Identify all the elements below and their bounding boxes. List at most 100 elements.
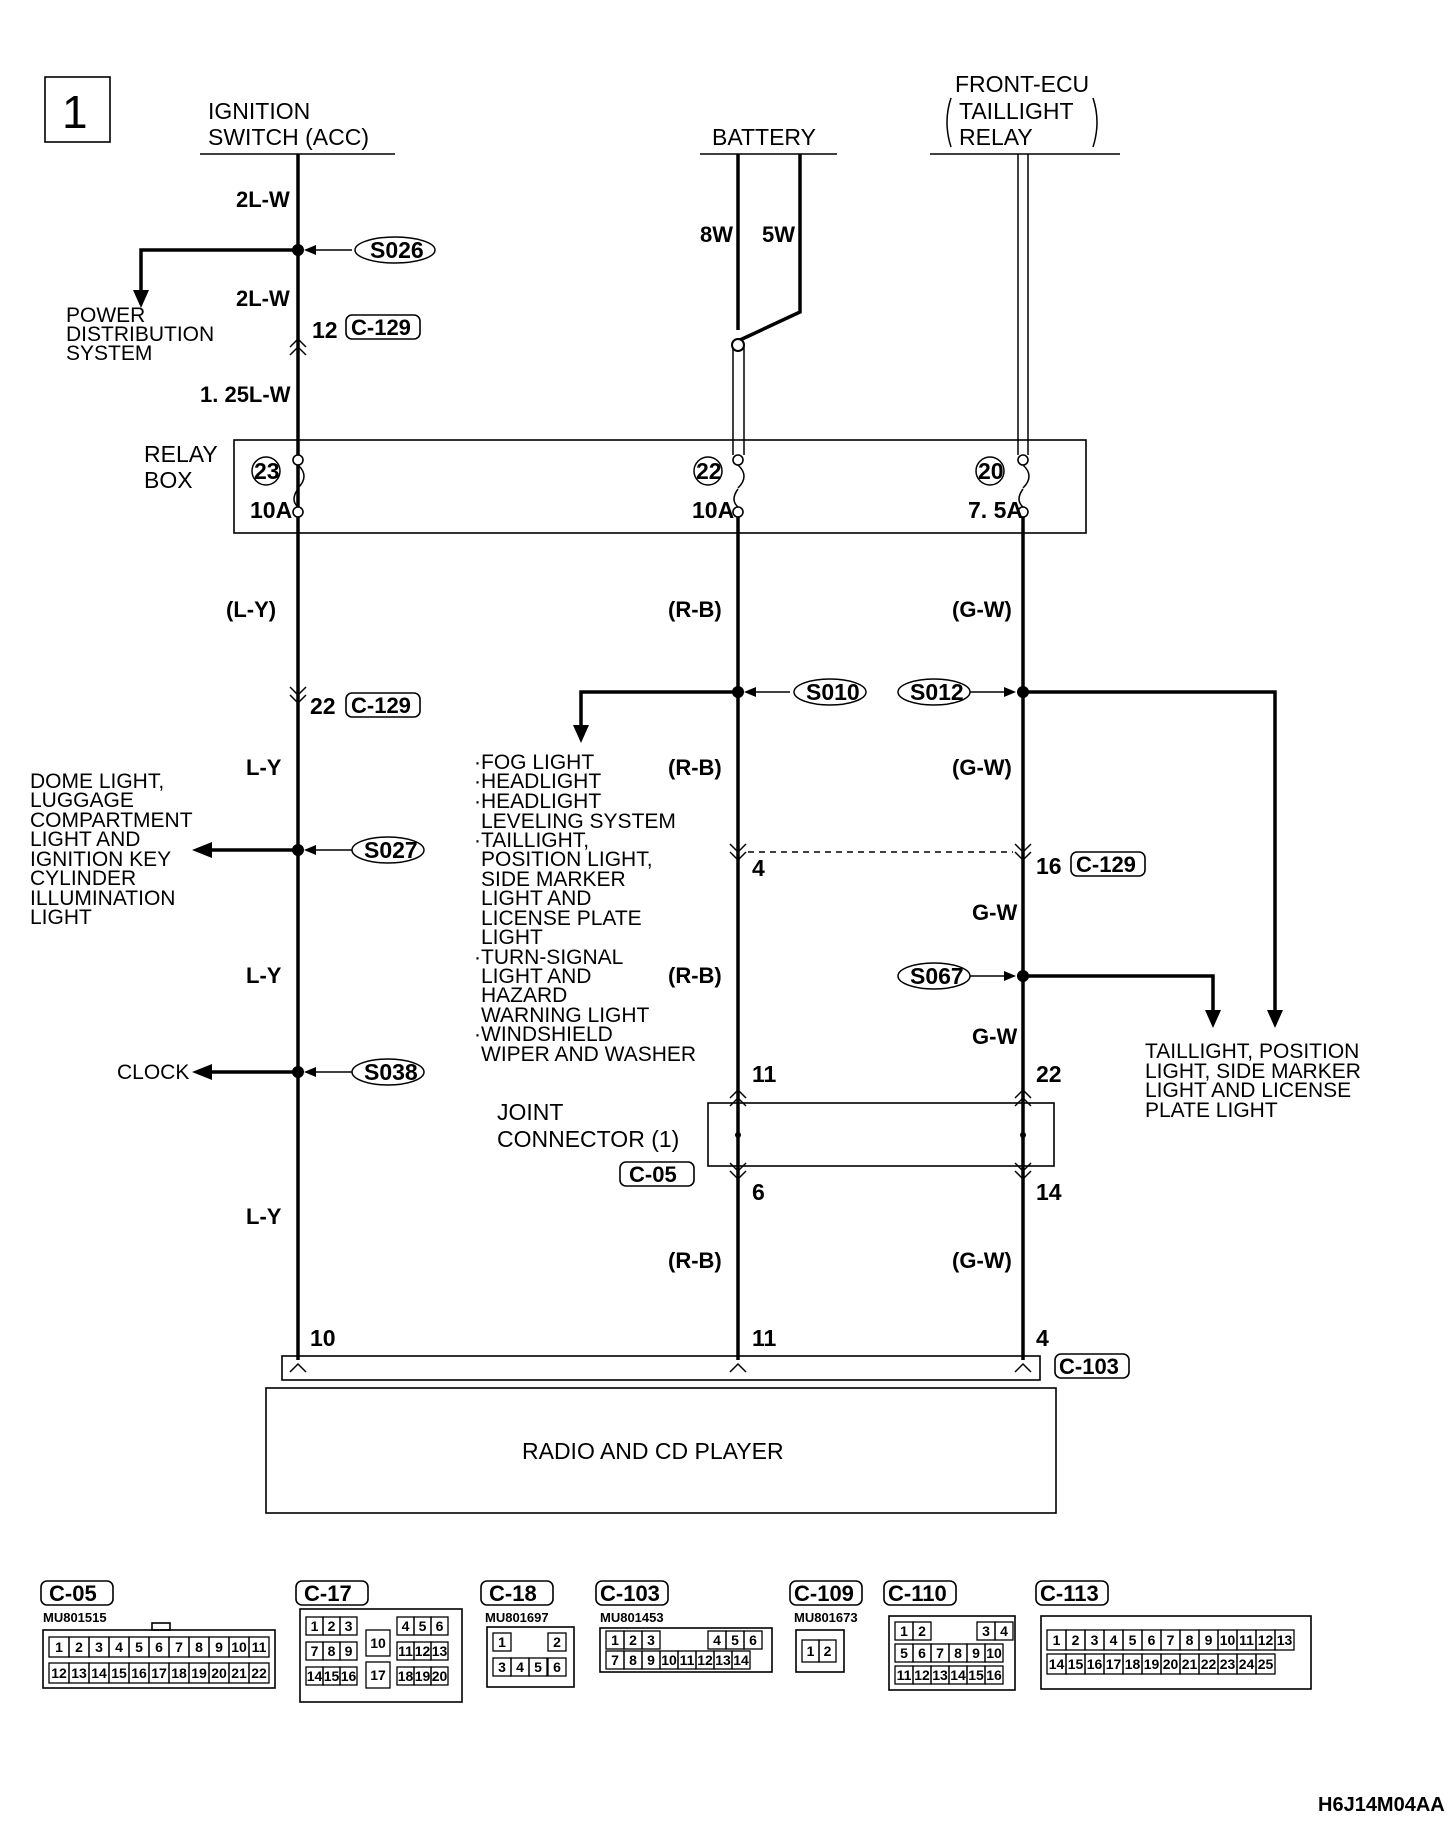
- svg-text:·HEADLIGHT: ·HEADLIGHT: [474, 770, 601, 793]
- wire-label-2lw-a: 2L-W: [236, 187, 290, 212]
- pin-number: 6: [553, 1659, 561, 1675]
- page-number: 1: [62, 86, 88, 138]
- radio-label: RADIO AND CD PLAYER: [522, 1438, 784, 1464]
- pin-number: 14: [307, 1668, 323, 1684]
- svg-text:C-05: C-05: [629, 1162, 677, 1187]
- pin-number: 8: [629, 1652, 637, 1668]
- svg-text:WARNING LIGHT: WARNING LIGHT: [481, 1004, 650, 1027]
- clock-label: CLOCK: [117, 1061, 189, 1084]
- pin-cell: [818, 1639, 837, 1663]
- pin-number: 12: [415, 1643, 431, 1659]
- splice-s038: S038: [304, 1058, 425, 1086]
- fuse-22: 22 10A: [692, 454, 745, 523]
- pin-number: 12: [914, 1667, 930, 1683]
- pin-number: 1: [807, 1643, 815, 1659]
- svg-text:DOME LIGHT,: DOME LIGHT,: [30, 770, 164, 793]
- svg-text:10: 10: [310, 1325, 336, 1351]
- connector-c103: 10 11 4 C-103: [281, 1325, 1130, 1381]
- pin-cell: [430, 1666, 449, 1686]
- pin-number: 4: [713, 1632, 721, 1648]
- svg-text:DISTRIBUTION: DISTRIBUTION: [66, 323, 214, 346]
- svg-text:WIPER AND WASHER: WIPER AND WASHER: [481, 1043, 696, 1066]
- svg-text:20: 20: [978, 458, 1004, 484]
- pin-number: 1: [498, 1634, 506, 1650]
- relay-box: [233, 439, 1087, 534]
- pin-number: 15: [1068, 1656, 1084, 1672]
- branch-s038: [192, 1064, 304, 1080]
- pin-number: 5: [731, 1632, 739, 1648]
- pin-number: 21: [231, 1665, 247, 1681]
- svg-text:LUGGAGE: LUGGAGE: [30, 789, 134, 812]
- svg-text:12: 12: [312, 317, 338, 343]
- pin-number: 6: [1148, 1632, 1156, 1648]
- pin-number: 24: [1239, 1656, 1255, 1672]
- pin-number: 19: [1144, 1656, 1160, 1672]
- pin-number: 3: [647, 1632, 655, 1648]
- wire-label-ly-1: L-Y: [246, 755, 282, 780]
- pin-number: 17: [151, 1665, 167, 1681]
- svg-text:16: 16: [1036, 853, 1062, 879]
- pin-number: 10: [231, 1639, 247, 1655]
- svg-text:IGNITION KEY: IGNITION KEY: [30, 848, 171, 871]
- svg-text:BOX: BOX: [144, 467, 193, 493]
- wire-label-125lw: 1. 25L-W: [200, 382, 291, 407]
- pin-number: 9: [972, 1645, 980, 1661]
- pin-number: 9: [215, 1639, 223, 1655]
- joint-connector-label: JOINT CONNECTOR (1) C-05: [497, 1099, 695, 1187]
- svg-text:MU801453: MU801453: [600, 1610, 664, 1625]
- pin-number: 3: [95, 1639, 103, 1655]
- svg-text:LICENSE PLATE: LICENSE PLATE: [481, 907, 642, 930]
- svg-text:TAILLIGHT: TAILLIGHT: [959, 98, 1074, 124]
- pin-number: 5: [419, 1618, 427, 1634]
- connector-c129-pin4-16: 4 16 C-129: [729, 843, 1146, 881]
- pin-number: 23: [1220, 1656, 1236, 1672]
- wire-label-8w: 8W: [700, 222, 733, 247]
- pin-number: 17: [1106, 1656, 1122, 1672]
- pin-number: 11: [897, 1667, 912, 1683]
- page-number-box: [44, 76, 111, 143]
- pin-number: 18: [1125, 1656, 1141, 1672]
- pin-cell: [339, 1641, 358, 1661]
- wire-label-rb-3: (R-B): [668, 1248, 722, 1273]
- battery-header: BATTERY: [700, 124, 837, 155]
- pin-number: 18: [171, 1665, 187, 1681]
- splice-s027: S027: [304, 836, 425, 864]
- svg-text:C-103: C-103: [600, 1581, 660, 1606]
- svg-text:CYLINDER: CYLINDER: [30, 867, 136, 890]
- joint-connector: 11 22 6 14: [707, 1061, 1062, 1205]
- svg-text:S038: S038: [364, 1059, 418, 1085]
- pin-cell: [430, 1641, 449, 1661]
- svg-text:LIGHT AND LICENSE: LIGHT AND LICENSE: [1145, 1079, 1351, 1102]
- svg-text:22: 22: [310, 693, 336, 719]
- pin-number: 11: [252, 1639, 267, 1655]
- branch-s067: [1017, 970, 1221, 1028]
- svg-text:4: 4: [1036, 1325, 1049, 1351]
- pin-number: 19: [415, 1668, 431, 1684]
- svg-text:C-129: C-129: [1076, 852, 1136, 877]
- pin-number: 10: [986, 1645, 1002, 1661]
- svg-text:PLATE LIGHT: PLATE LIGHT: [1145, 1099, 1278, 1122]
- svg-text:LIGHT AND: LIGHT AND: [481, 965, 591, 988]
- wire-label-rb-2: (R-B): [668, 963, 722, 988]
- power-distribution-label: POWER DISTRIBUTION SYSTEM: [66, 304, 214, 365]
- svg-text:11: 11: [752, 1061, 777, 1087]
- pin-number: 20: [1163, 1656, 1179, 1672]
- pin-number: 13: [1277, 1632, 1293, 1648]
- svg-text:C-18: C-18: [489, 1581, 537, 1606]
- pin-cell: [743, 1630, 763, 1650]
- splice-s012: S012: [897, 678, 1016, 706]
- pin-number: 3: [1091, 1632, 1099, 1648]
- pin-number: 6: [749, 1632, 757, 1648]
- pin-cell: [641, 1630, 661, 1650]
- pin-number: 12: [697, 1652, 713, 1668]
- pin-number: 6: [918, 1645, 926, 1661]
- pin-cell: [1274, 1629, 1295, 1651]
- front-ecu-header: FRONT-ECU TAILLIGHT RELAY: [930, 71, 1120, 155]
- branch-s010: [573, 686, 744, 743]
- page-code: H6J14M04AA: [1318, 1794, 1445, 1816]
